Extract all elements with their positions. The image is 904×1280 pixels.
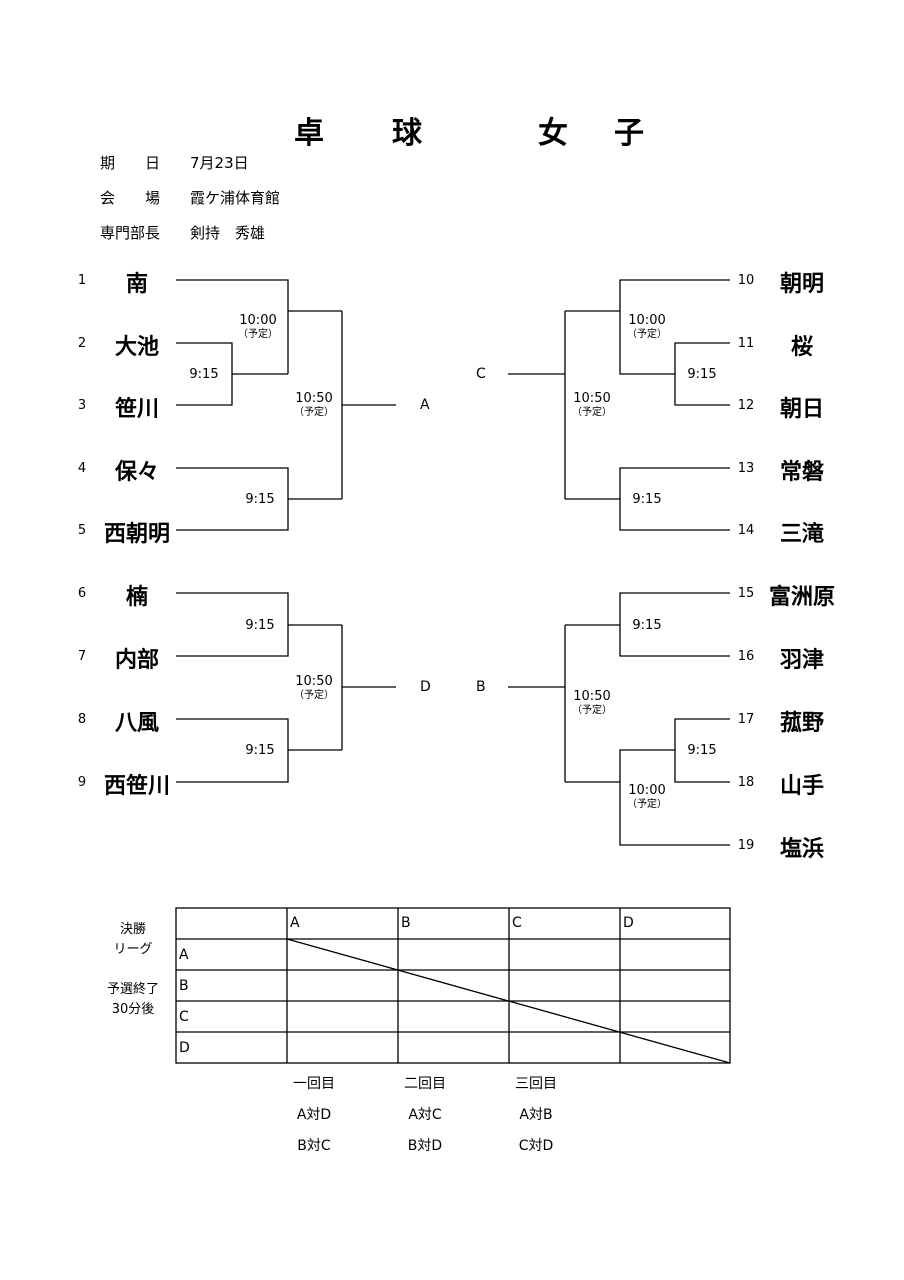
team-name: 楠	[125, 585, 148, 610]
team-number: 3	[77, 398, 87, 413]
team-number: 14	[737, 523, 755, 538]
team-name: 富洲原	[768, 585, 835, 610]
team-name: 大池	[114, 335, 159, 360]
info-venue-label: 会 場	[100, 189, 161, 207]
team-number: 18	[737, 775, 755, 790]
league-col-header: C	[512, 915, 522, 931]
match-time: 10:00（予定）	[627, 313, 667, 341]
team-name: 塩浜	[779, 837, 824, 862]
group-label-a: A	[420, 397, 430, 413]
league-row-header: D	[179, 1040, 190, 1056]
team-number: 8	[77, 712, 87, 727]
match-time: 9:15	[245, 492, 275, 507]
title-char-2: 球	[392, 116, 422, 151]
team-name: 朝明	[779, 272, 824, 297]
match-time: 9:15	[632, 492, 662, 507]
schedule-match: C対D	[518, 1138, 554, 1154]
match-time: 9:15	[245, 743, 275, 758]
schedule-match: B対D	[407, 1138, 443, 1154]
info-date-value: 7月23日	[190, 154, 249, 172]
team-number: 2	[77, 336, 87, 351]
match-time: 9:15	[189, 367, 219, 382]
team-name: 桜	[790, 335, 813, 360]
match-time: 10:50（予定）	[572, 689, 612, 717]
schedule-match: A対B	[519, 1107, 553, 1123]
team-number: 13	[737, 461, 755, 476]
match-time: 9:15	[245, 618, 275, 633]
schedule-match: A対C	[408, 1107, 442, 1123]
team-name: 保々	[114, 460, 159, 485]
team-number: 9	[77, 775, 87, 790]
schedule-match: B対C	[297, 1138, 331, 1154]
team-number: 11	[737, 336, 755, 351]
match-time: 9:15	[687, 367, 717, 382]
info-date-label: 期 日	[100, 154, 161, 172]
league-col-header: D	[623, 915, 634, 931]
schedule-round: 三回目	[515, 1076, 557, 1092]
match-time: 9:15	[687, 743, 717, 758]
team-number: 5	[77, 523, 87, 538]
team-number: 19	[737, 838, 755, 853]
info-director-label: 専門部長	[100, 224, 161, 242]
league-col-header: A	[290, 915, 300, 931]
team-number: 12	[737, 398, 755, 413]
match-time: 10:50（予定）	[572, 391, 612, 419]
team-number: 10	[737, 273, 755, 288]
match-time: 10:00（予定）	[627, 783, 667, 811]
match-time: 9:15	[632, 618, 662, 633]
group-label-d: D	[420, 679, 431, 695]
league-row-header: B	[179, 978, 189, 994]
league-time-note: 予選終了 30分後	[106, 982, 159, 1017]
team-name: 南	[125, 272, 148, 297]
team-name: 山手	[779, 774, 824, 799]
schedule-round: 二回目	[404, 1076, 446, 1092]
schedule-match: A対D	[296, 1107, 332, 1123]
team-name: 笹川	[114, 397, 159, 422]
team-name: 内部	[114, 648, 159, 673]
team-name: 三滝	[779, 522, 824, 547]
team-number: 15	[737, 586, 755, 601]
team-name: 八風	[114, 711, 159, 736]
match-time: 10:50（予定）	[294, 391, 334, 419]
group-label-c: C	[476, 366, 486, 382]
team-number: 16	[737, 649, 755, 664]
info-venue-value: 霞ケ浦体育館	[190, 189, 281, 207]
team-name: 朝日	[779, 397, 824, 422]
team-name: 常磐	[779, 460, 824, 485]
team-number: 4	[77, 461, 87, 476]
league-col-header: B	[401, 915, 411, 931]
league-row-header: A	[179, 947, 189, 963]
team-name: 西笹川	[103, 774, 170, 799]
team-number: 17	[737, 712, 755, 727]
title-char-1: 卓	[294, 116, 324, 151]
schedule-round: 一回目	[293, 1076, 335, 1092]
team-number: 1	[77, 273, 87, 288]
title-char-4: 子	[614, 116, 644, 151]
match-time: 10:50（予定）	[294, 674, 334, 702]
league-row-header: C	[179, 1009, 189, 1025]
group-label-b: B	[476, 679, 486, 695]
team-name: 西朝明	[103, 522, 170, 547]
league-title: 決勝 リーグ	[113, 922, 153, 957]
team-number: 7	[77, 649, 87, 664]
info-director-value: 剣持 秀雄	[190, 224, 266, 242]
title-char-3: 女	[538, 116, 568, 151]
team-name: 菰野	[779, 711, 824, 736]
team-number: 6	[77, 586, 87, 601]
match-time: 10:00（予定）	[238, 313, 278, 341]
team-name: 羽津	[779, 648, 824, 673]
